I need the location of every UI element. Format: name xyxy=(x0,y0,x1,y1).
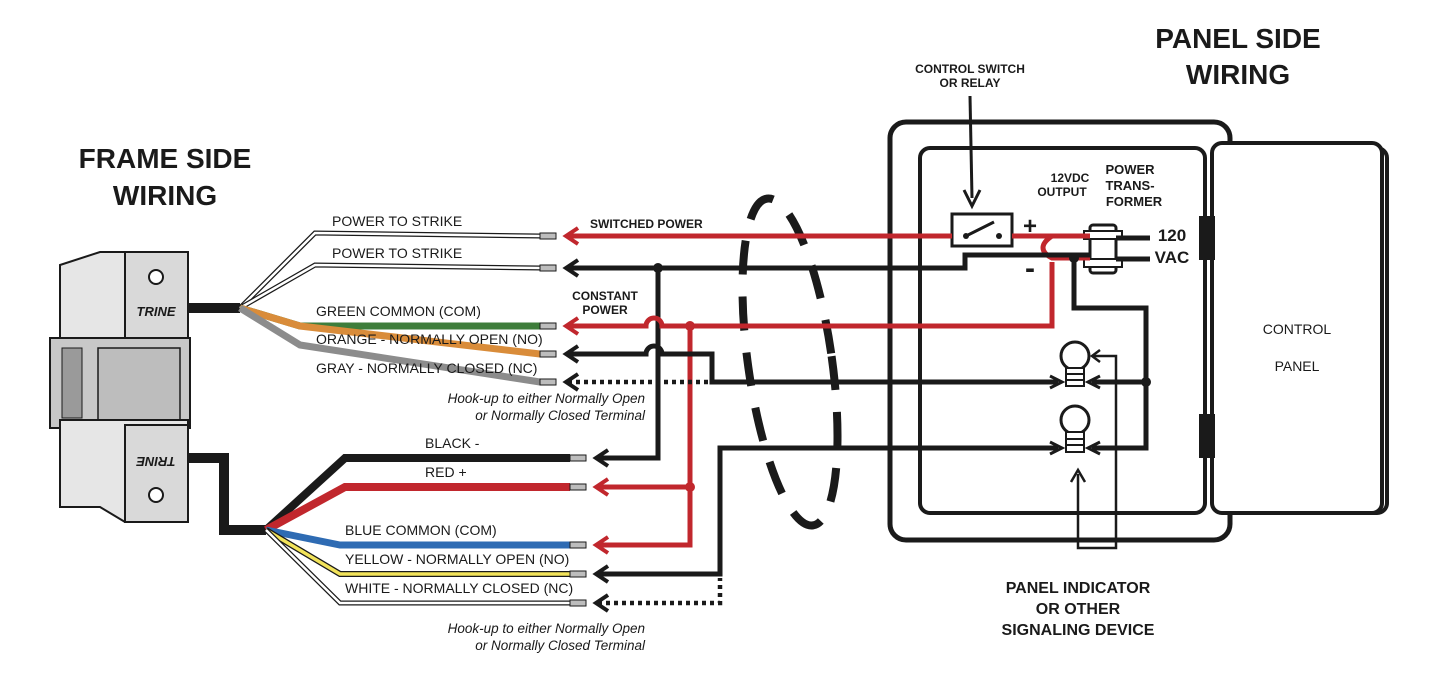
power-transformer xyxy=(1083,223,1150,275)
upper-terminals xyxy=(539,232,557,386)
lower-terminals xyxy=(569,454,587,607)
panel-indicator-line2: OR OTHER xyxy=(1036,601,1121,618)
lower-wire-fan xyxy=(263,454,570,606)
control-panel-line2: PANEL xyxy=(1275,358,1320,374)
lower-wire-label-3: BLUE COMMON (COM) xyxy=(345,522,497,538)
upper-wire-fan xyxy=(238,230,541,386)
cable-bundle-ellipse xyxy=(738,194,842,530)
red-junction-bottom xyxy=(685,482,695,492)
lower-note: Hook-up to either Normally Open or Norma… xyxy=(448,621,646,653)
frame-side-heading: FRAME SIDE WIRING xyxy=(79,143,252,211)
plus-terminal-label: + xyxy=(1023,213,1037,240)
upper-note-line1: Hook-up to either Normally Open xyxy=(448,391,645,406)
transformer-line3: FORMER xyxy=(1106,194,1163,209)
lower-note-line1: Hook-up to either Normally Open xyxy=(448,621,645,636)
strike-brand-bottom: TRINE xyxy=(136,454,175,469)
indicator-bulb-1 xyxy=(1049,340,1101,390)
upper-wire-label-5: GRAY - NORMALLY CLOSED (NC) xyxy=(316,360,537,376)
lower-note-line2: or Normally Closed Terminal xyxy=(475,638,646,653)
lower-cable xyxy=(188,453,266,535)
upper-wire-label-1: POWER TO STRIKE xyxy=(332,213,462,229)
lower-wire-labels: BLACK - RED + BLUE COMMON (COM) YELLOW -… xyxy=(345,435,573,596)
lower-wire-label-5: WHITE - NORMALLY CLOSED (NC) xyxy=(345,580,573,596)
panel-side-line1: PANEL SIDE xyxy=(1155,23,1320,54)
red-plus-wire xyxy=(598,326,693,548)
bulb-junction xyxy=(1141,377,1151,387)
control-switch-line2: OR RELAY xyxy=(940,76,1001,90)
red-plus-arrow xyxy=(592,477,610,497)
constant-power-arrow xyxy=(562,316,580,336)
control-panel-box: CONTROL PANEL xyxy=(1199,141,1389,515)
output-line1: 12VDC xyxy=(1051,171,1090,185)
indicator-bulb-2 xyxy=(1049,404,1101,456)
switched-power-arrow xyxy=(562,226,580,246)
black-tap-wire xyxy=(598,268,661,461)
upper-wire-label-2: POWER TO STRIKE xyxy=(332,245,462,261)
yellow-no-wire xyxy=(598,445,1058,577)
blue-common-arrow xyxy=(592,535,610,555)
control-panel-line1: CONTROL xyxy=(1263,321,1332,337)
indicator-pointer xyxy=(1069,349,1118,550)
junction-dot xyxy=(653,263,663,273)
upper-note: Hook-up to either Normally Open or Norma… xyxy=(448,391,646,423)
white-nc-dotted-wire xyxy=(598,578,723,606)
upper-wire-label-3: GREEN COMMON (COM) xyxy=(316,303,481,319)
red-junction-top xyxy=(685,321,695,331)
vac-line2: VAC xyxy=(1155,248,1190,267)
upper-wire-labels: POWER TO STRIKE POWER TO STRIKE GREEN CO… xyxy=(316,213,543,376)
output-plus-loop xyxy=(1040,233,1090,261)
panel-side-line2: WIRING xyxy=(1186,59,1290,90)
panel-side-heading: PANEL SIDE WIRING xyxy=(1155,23,1320,90)
control-switch-label: CONTROL SWITCH OR RELAY xyxy=(915,62,1025,90)
transformer-line2: TRANS- xyxy=(1105,178,1154,193)
lower-wire-label-4: YELLOW - NORMALLY OPEN (NO) xyxy=(345,551,569,567)
lower-wire-label-2: RED + xyxy=(425,464,467,480)
constant-power-line1: CONSTANT xyxy=(572,289,638,303)
transformer-line1: POWER xyxy=(1105,162,1155,177)
control-switch-icon xyxy=(950,95,1014,248)
vac-label: 120 VAC xyxy=(1155,226,1190,267)
lower-wire-label-1: BLACK - xyxy=(425,435,480,451)
frame-side-line1: FRAME SIDE xyxy=(79,143,252,174)
strike-brand-top: TRINE xyxy=(137,304,176,319)
panel-indicator-line1: PANEL INDICATOR xyxy=(1006,580,1151,597)
black-minus-arrow xyxy=(592,448,610,468)
upper-note-line2: or Normally Closed Terminal xyxy=(475,408,646,423)
control-switch-line1: CONTROL SWITCH xyxy=(915,62,1025,76)
constant-power-wire xyxy=(568,262,1055,329)
orange-no-wire xyxy=(568,343,1058,385)
minus-terminal-label: - xyxy=(1025,252,1035,285)
panel-indicator-label: PANEL INDICATOR OR OTHER SIGNALING DEVIC… xyxy=(1002,580,1155,639)
bulb-common-return xyxy=(1071,258,1149,451)
output-line2: OUTPUT xyxy=(1037,185,1087,199)
electric-strike: TRINE TRINE xyxy=(49,251,191,523)
switched-power-label: SWITCHED POWER xyxy=(590,217,703,231)
yellow-no-arrow xyxy=(592,564,610,584)
vac-line1: 120 xyxy=(1158,226,1186,245)
transformer-junction xyxy=(1069,253,1079,263)
frame-side-line2: WIRING xyxy=(113,180,217,211)
constant-power-line2: POWER xyxy=(582,303,628,317)
white-nc-arrow xyxy=(592,593,610,613)
power-return-wire xyxy=(568,252,1090,271)
panel-indicator-line3: SIGNALING DEVICE xyxy=(1002,622,1155,639)
power-return-arrow xyxy=(562,258,580,278)
constant-power-label: CONSTANT POWER xyxy=(572,289,638,317)
transformer-label: POWER TRANS- FORMER xyxy=(1105,162,1162,209)
upper-wire-label-4: ORANGE - NORMALLY OPEN (NO) xyxy=(316,331,543,347)
gray-nc-arrow xyxy=(562,372,580,392)
orange-no-arrow xyxy=(562,344,580,364)
output-label: 12VDC OUTPUT xyxy=(1037,171,1089,199)
